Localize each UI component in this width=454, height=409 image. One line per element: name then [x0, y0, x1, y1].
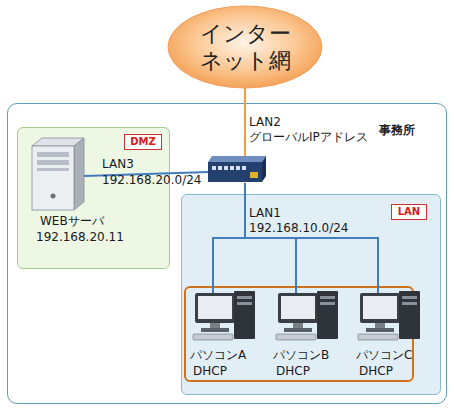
router-side	[262, 156, 266, 182]
subnet-address: 192.168.10.0/24	[249, 221, 348, 235]
lan-bus	[213, 238, 378, 293]
router-port	[218, 166, 222, 170]
address-mode: DHCP	[359, 364, 393, 378]
port-name: LAN2	[249, 115, 281, 129]
address-mode: DHCP	[276, 364, 310, 378]
router-symbol	[208, 156, 266, 182]
server-front	[32, 146, 74, 210]
lan-wire	[244, 183, 246, 238]
host-address: 192.168.20.11	[36, 230, 124, 244]
lan-drop	[295, 238, 297, 293]
router-port	[212, 166, 216, 170]
server-side	[74, 138, 84, 210]
host-name: パソコンA	[190, 348, 246, 362]
port-name: LAN3	[102, 157, 134, 171]
subnet-address: 192.168.20.0/24	[102, 173, 201, 187]
cloud-shape	[167, 5, 323, 89]
router-led	[250, 172, 258, 178]
server-bay	[37, 160, 69, 165]
host-name: パソコンC	[356, 348, 412, 362]
wan-wire	[244, 88, 246, 158]
zone-title: 事務所	[379, 122, 415, 139]
router-port	[236, 166, 240, 170]
router-port	[242, 166, 246, 170]
router-port	[230, 166, 234, 170]
pc-symbol	[276, 291, 338, 340]
pc-symbol	[358, 291, 420, 340]
cloud-label: インター ネット網	[195, 20, 295, 74]
server-bay	[37, 152, 69, 157]
address-mode: DHCP	[193, 364, 227, 378]
router-body	[208, 162, 262, 182]
zone-title: DMZ	[124, 134, 162, 150]
server-symbol	[32, 138, 84, 210]
pc-symbol	[193, 291, 255, 340]
zone-title: LAN	[391, 204, 427, 220]
power-button	[51, 194, 56, 199]
internet-cloud: インター ネット網	[167, 5, 323, 89]
router-port	[224, 166, 228, 170]
server-bay	[37, 168, 69, 171]
host-name: パソコンB	[273, 348, 329, 362]
cloud-ellipse	[168, 6, 322, 88]
port-name: LAN1	[249, 206, 281, 220]
router-top	[208, 156, 266, 162]
address-note: グローバルIPアドレス	[249, 130, 368, 144]
host-name: WEBサーバ	[40, 214, 104, 228]
